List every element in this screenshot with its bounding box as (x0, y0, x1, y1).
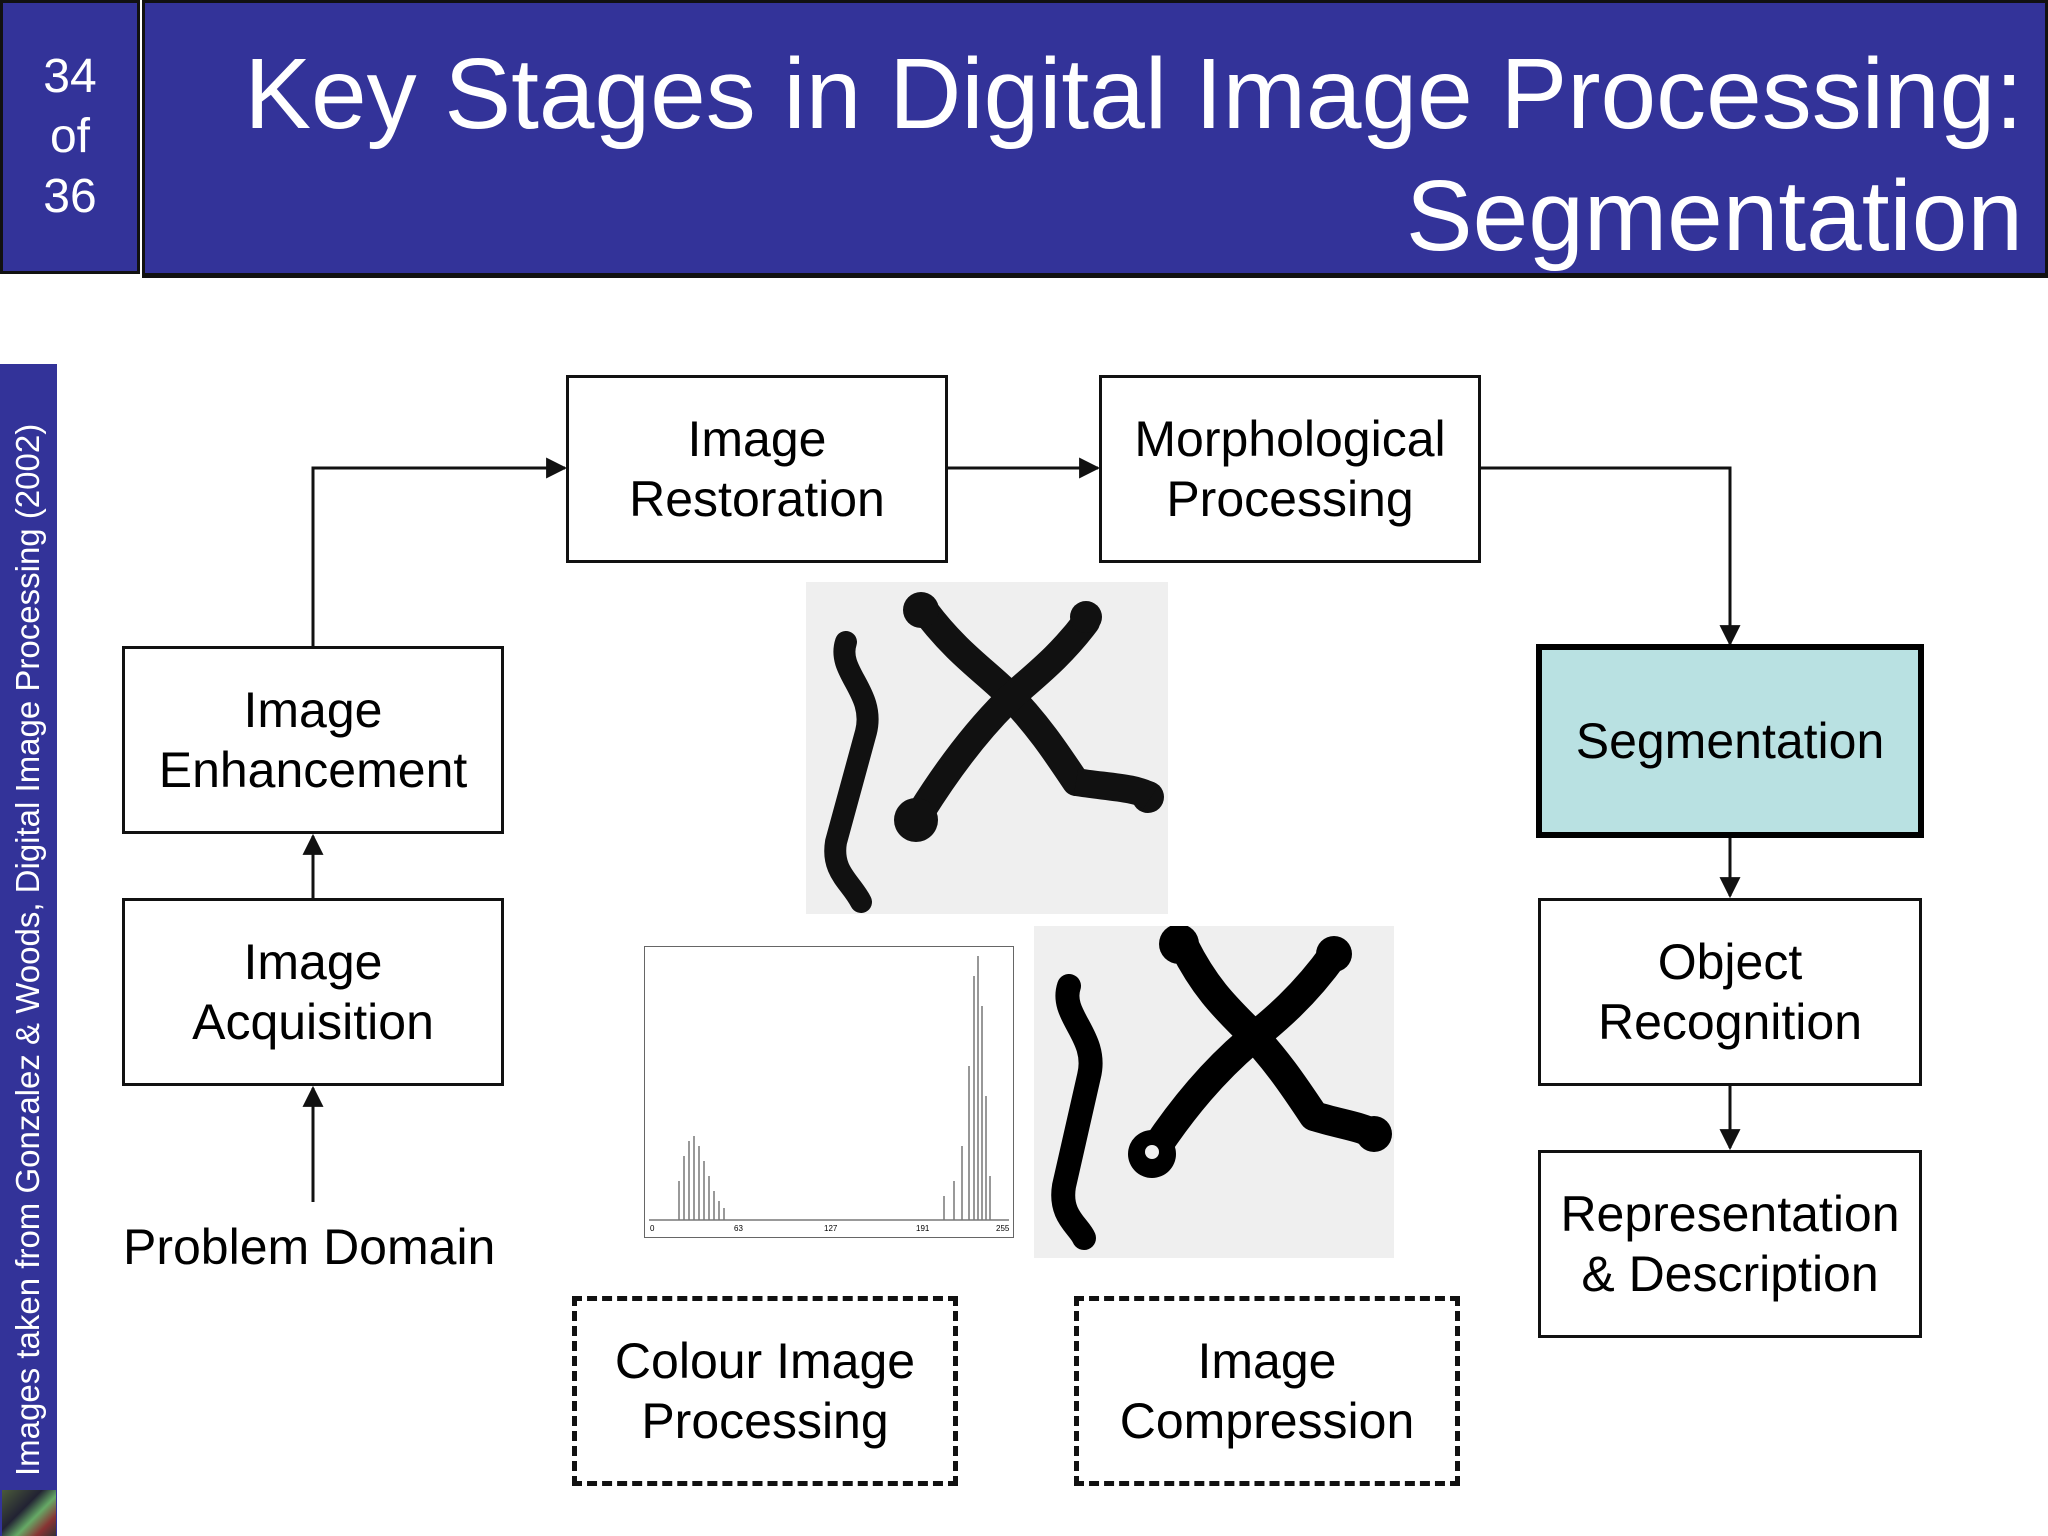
slide-number-current: 34 (43, 50, 97, 103)
histogram-tick-0: 0 (650, 1224, 655, 1233)
histogram-tick-127: 127 (824, 1224, 838, 1233)
wrenches-segmented-drawing (1034, 924, 1394, 1258)
arrow-morphological-to-segmentation (1480, 466, 1741, 647)
side-caption-bar (0, 364, 57, 1536)
wrenches-original-drawing (806, 582, 1168, 914)
slide-title-line1: Key Stages in Digital Image Processing: (244, 38, 2023, 150)
histogram-tick-63: 63 (734, 1224, 743, 1233)
image-restoration-line2: Restoration (629, 471, 885, 527)
histogram-tick-191: 191 (916, 1224, 930, 1233)
title-bar: Key Stages in Digital Image Processing: … (142, 0, 2048, 278)
representation-description-box: Representation& Description (1538, 1150, 1922, 1338)
arrow-enhancement-to-restoration (311, 457, 568, 646)
morphological-processing-line2: Processing (1166, 471, 1414, 527)
slide-title: Key Stages in Digital Image Processing: … (244, 33, 2023, 277)
wrenches-photo-original (806, 582, 1168, 914)
segmentation-label: Segmentation (1575, 713, 1885, 769)
morphological-processing-line1: Morphological (1134, 411, 1446, 467)
slide-number: 34 of 36 (0, 0, 140, 274)
colour-image-processing-line1: Colour Image (614, 1333, 916, 1389)
colour-image-processing-line2: Processing (641, 1393, 889, 1449)
problem-domain-label: Problem Domain (123, 1219, 496, 1275)
histogram-drawing: 0 63 127 191 255 (644, 946, 1014, 1238)
object-recognition-line2: Recognition (1597, 994, 1863, 1050)
logo-image (2, 1490, 56, 1536)
object-recognition-line1: Object (1657, 934, 1803, 990)
image-restoration-line1: Image (687, 411, 827, 467)
image-acquisition-line1: Image (243, 934, 383, 990)
histogram-chart: 0 63 127 191 255 (644, 946, 1014, 1238)
image-acquisition-line2: Acquisition (192, 994, 434, 1050)
representation-description-line2: & Description (1581, 1246, 1879, 1302)
segmentation-box: Segmentation (1536, 644, 1924, 838)
image-enhancement-line2: Enhancement (158, 742, 468, 798)
image-compression-line1: Image (1197, 1333, 1337, 1389)
slide-number-of: of (49, 110, 91, 163)
image-enhancement-line1: Image (243, 682, 383, 738)
slide-title-line2: Segmentation (1405, 160, 2023, 272)
histogram-tick-255: 255 (996, 1224, 1010, 1233)
image-compression-line2: Compression (1119, 1393, 1415, 1449)
representation-description-line1: Representation (1560, 1186, 1900, 1242)
wrenches-photo-segmented (1034, 924, 1394, 1258)
slide-number-total: 36 (43, 170, 97, 223)
